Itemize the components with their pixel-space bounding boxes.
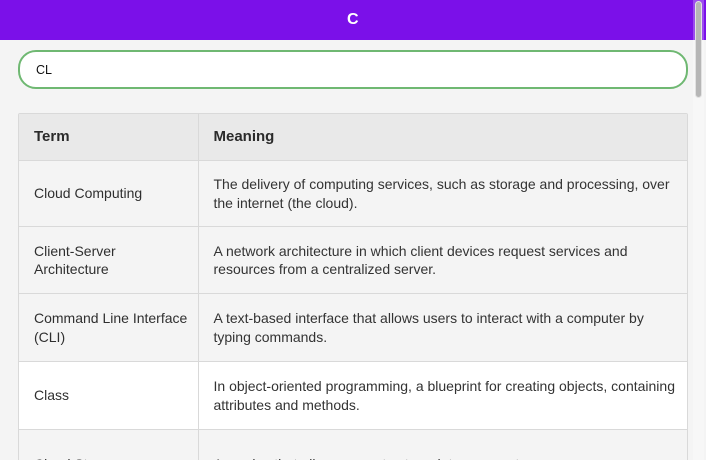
app-header: C: [0, 0, 706, 40]
meaning-cell: A text-based interface that allows users…: [213, 310, 644, 345]
term-cell: Cloud Computing: [19, 161, 199, 226]
meaning-cell: In object-oriented programming, a bluepr…: [213, 378, 675, 413]
page-title: C: [346, 11, 360, 28]
scrollbar-thumb[interactable]: [695, 1, 702, 98]
scrollbar[interactable]: [693, 0, 704, 460]
table-row: Command Line Interface (CLI) A text-base…: [19, 294, 687, 362]
meaning-cell: A network architecture in which client d…: [213, 242, 628, 278]
column-header-term: Term: [19, 114, 199, 160]
term-cell: Command Line Interface (CLI): [19, 294, 199, 361]
meaning-cell: A service that allows users to store dat…: [199, 430, 688, 460]
table-row: Cloud Computing The delivery of computin…: [19, 161, 687, 227]
table-row: Client-Server Architecture A network arc…: [19, 227, 687, 294]
term-cell: Class: [19, 362, 199, 429]
table-row-highlighted: Class In object-oriented programming, a …: [19, 362, 687, 430]
table-row: Cloud Storage A service that allows user…: [19, 430, 687, 460]
table-header-row: Term Meaning: [19, 114, 687, 161]
meaning-cell: The delivery of computing services, such…: [213, 176, 670, 211]
column-header-meaning: Meaning: [213, 127, 275, 145]
term-cell: Client-Server Architecture: [19, 227, 199, 293]
search-bar: [0, 40, 706, 89]
search-input[interactable]: [18, 50, 688, 89]
term-cell: Cloud Storage: [19, 430, 199, 460]
glossary-table: Term Meaning Cloud Computing The deliver…: [18, 113, 688, 460]
